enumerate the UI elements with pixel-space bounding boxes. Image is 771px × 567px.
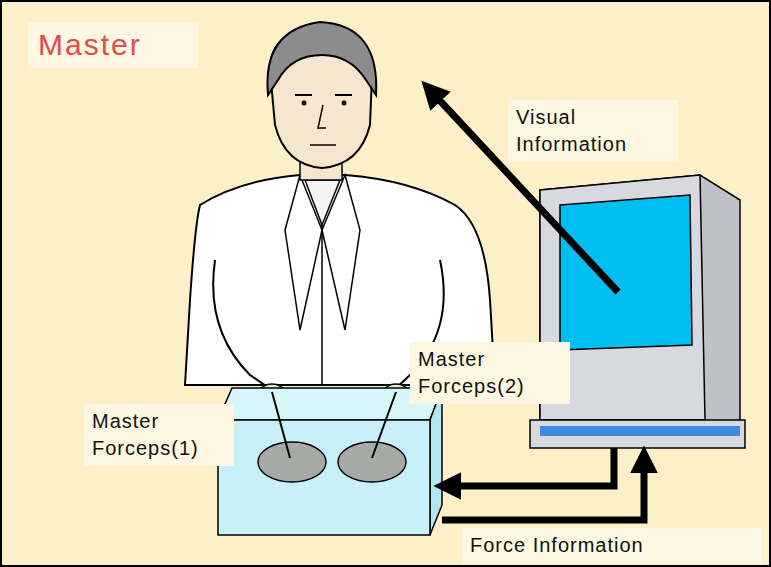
monitor <box>530 175 745 448</box>
part-label: Master Forceps(2) <box>410 342 570 404</box>
master-console <box>218 388 442 535</box>
diagram-title: Master <box>28 22 198 68</box>
part-label: Visual Information <box>508 100 678 162</box>
part-label: Force Information <box>462 528 762 563</box>
part-label: Master Forceps(1) <box>84 404 234 466</box>
